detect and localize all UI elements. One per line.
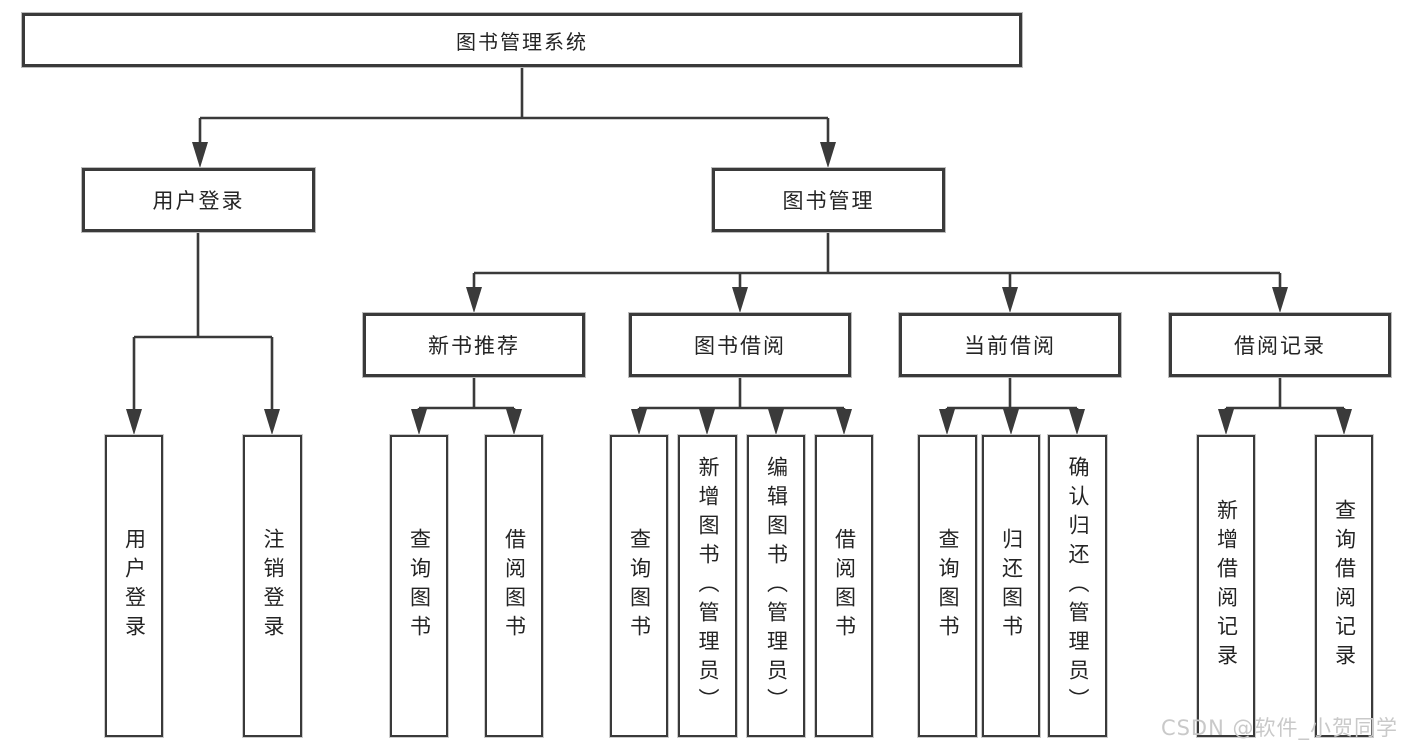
leaf-current-query-books: 查询图书 bbox=[918, 435, 977, 737]
leaf-label: 新增图书（管理员） bbox=[696, 455, 720, 717]
connector-new-book-recommend-to-leaves bbox=[411, 377, 522, 435]
leaf-borrowing-query-books: 查询图书 bbox=[610, 435, 668, 737]
leaf-borrowing-borrow-books: 借阅图书 bbox=[815, 435, 873, 737]
connector-user-login-to-leaves bbox=[126, 232, 280, 435]
node-borrow-records: 借阅记录 bbox=[1169, 313, 1391, 377]
arrowhead bbox=[1272, 287, 1288, 313]
leaf-label: 查询借阅记录 bbox=[1332, 499, 1357, 673]
arrowhead bbox=[768, 409, 784, 435]
leaf-records-add-borrow-record: 新增借阅记录 bbox=[1197, 435, 1255, 737]
node-book-management: 图书管理 bbox=[712, 168, 945, 232]
leaf-current-return-books: 归还图书 bbox=[982, 435, 1040, 737]
leaf-label: 借阅图书 bbox=[832, 528, 857, 644]
arrowhead bbox=[631, 409, 647, 435]
arrowhead bbox=[411, 409, 427, 435]
connector-borrow-records-to-leaves bbox=[1218, 377, 1352, 435]
leaf-user-login: 用户登录 bbox=[105, 435, 163, 737]
connector-book-borrowing-to-leaves bbox=[631, 377, 852, 435]
arrowhead bbox=[1336, 409, 1352, 435]
leaf-recommend-query-books: 查询图书 bbox=[390, 435, 448, 737]
connector-book-management-to-level3 bbox=[466, 232, 1288, 313]
arrowhead bbox=[836, 409, 852, 435]
node-library-system: 图书管理系统 bbox=[22, 13, 1022, 67]
arrowhead bbox=[192, 142, 208, 168]
leaf-recommend-borrow-books: 借阅图书 bbox=[485, 435, 543, 737]
arrowhead bbox=[1002, 287, 1018, 313]
node-book-borrowing: 图书借阅 bbox=[629, 313, 851, 377]
arrowhead bbox=[466, 287, 482, 313]
node-current-borrowing: 当前借阅 bbox=[899, 313, 1121, 377]
leaf-records-query-borrow-record: 查询借阅记录 bbox=[1315, 435, 1373, 737]
leaf-logout: 注销登录 bbox=[243, 435, 302, 737]
arrowhead bbox=[699, 409, 715, 435]
arrowhead bbox=[820, 142, 836, 168]
leaf-borrowing-edit-books-admin: 编辑图书（管理员） bbox=[747, 435, 805, 737]
leaf-label: 查询图书 bbox=[407, 528, 432, 644]
arrowhead bbox=[1003, 409, 1019, 435]
arrowhead bbox=[1218, 409, 1234, 435]
arrowhead bbox=[1069, 409, 1085, 435]
leaf-label: 查询图书 bbox=[627, 528, 652, 644]
connector-root-to-level2 bbox=[192, 67, 836, 168]
arrowhead bbox=[264, 409, 280, 435]
connector-current-borrowing-to-leaves bbox=[939, 377, 1085, 435]
leaf-current-confirm-return-admin: 确认归还（管理员） bbox=[1048, 435, 1107, 737]
arrowhead bbox=[939, 409, 955, 435]
arrowhead bbox=[732, 287, 748, 313]
leaf-label: 用户登录 bbox=[122, 528, 147, 644]
arrowhead bbox=[126, 409, 142, 435]
leaf-label: 新增借阅记录 bbox=[1214, 499, 1239, 673]
leaf-label: 查询图书 bbox=[936, 528, 960, 644]
leaf-borrowing-add-books-admin: 新增图书（管理员） bbox=[678, 435, 737, 737]
leaf-label: 借阅图书 bbox=[502, 528, 527, 644]
leaf-label: 确认归还（管理员） bbox=[1066, 455, 1090, 717]
leaf-label: 注销登录 bbox=[261, 528, 285, 644]
node-new-book-recommend: 新书推荐 bbox=[363, 313, 585, 377]
leaf-label: 归还图书 bbox=[999, 528, 1024, 644]
arrowhead bbox=[506, 409, 522, 435]
leaf-label: 编辑图书（管理员） bbox=[764, 455, 789, 717]
node-user-login: 用户登录 bbox=[82, 168, 315, 232]
